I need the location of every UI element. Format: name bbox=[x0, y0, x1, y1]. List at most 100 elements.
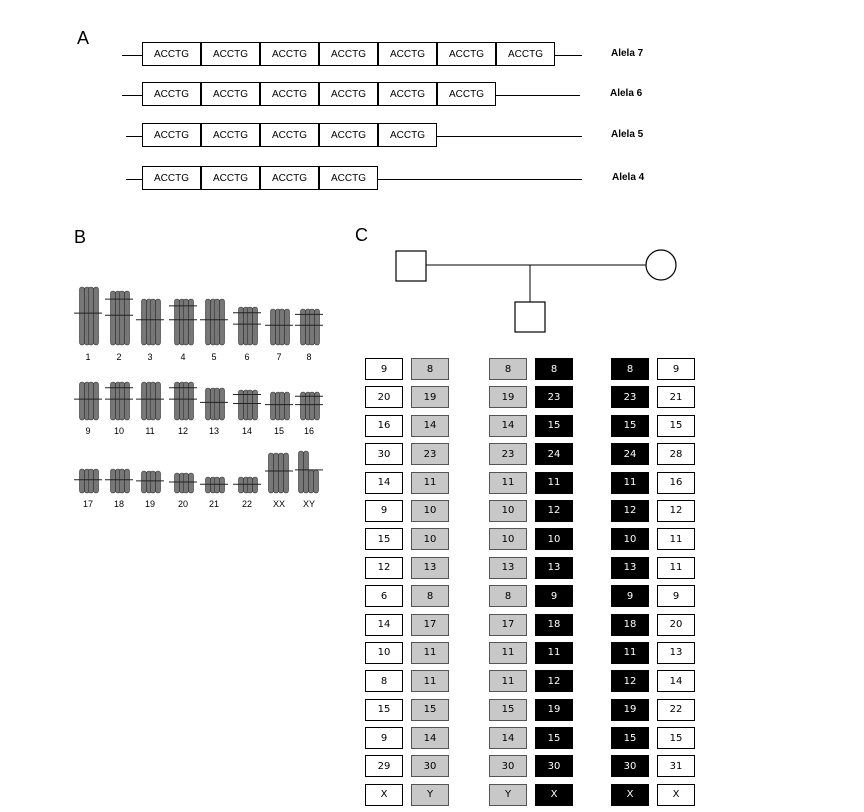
chromatid bbox=[88, 381, 94, 421]
str-cell: 13 bbox=[611, 556, 649, 579]
chromatid bbox=[252, 476, 258, 494]
chromosome-label: 12 bbox=[177, 426, 188, 436]
str-cell: 10 bbox=[489, 528, 527, 551]
str-cell: 14 bbox=[411, 414, 449, 437]
chromatid bbox=[268, 452, 274, 494]
str-cell: 17 bbox=[489, 613, 527, 636]
chromatid bbox=[88, 468, 94, 494]
str-cell: 13 bbox=[657, 641, 695, 664]
chromosome-label: 3 bbox=[147, 352, 153, 362]
str-cell: 11 bbox=[611, 641, 649, 664]
repeat-unit-box: ACCTG bbox=[437, 42, 496, 66]
str-cell: 21 bbox=[657, 386, 695, 409]
str-cell: 18 bbox=[611, 613, 649, 636]
repeat-unit-box: ACCTG bbox=[201, 82, 260, 106]
chromatid bbox=[141, 298, 147, 346]
chromatid bbox=[219, 476, 225, 494]
chromatid bbox=[314, 308, 320, 346]
str-cell: 13 bbox=[411, 556, 449, 579]
chromatid bbox=[303, 450, 309, 494]
chromatid bbox=[119, 468, 125, 494]
str-cell: 22 bbox=[657, 698, 695, 721]
str-cell: 23 bbox=[535, 386, 573, 409]
allele-name: Alela 5 bbox=[611, 129, 644, 140]
father-square bbox=[395, 250, 427, 282]
chromatid bbox=[273, 452, 279, 494]
allele-flank-line bbox=[126, 136, 142, 137]
str-cell: 12 bbox=[657, 499, 695, 522]
str-cell: X bbox=[365, 783, 403, 806]
str-cell: 9 bbox=[365, 358, 403, 380]
chromosome-label: 20 bbox=[177, 499, 188, 509]
str-cell: 11 bbox=[657, 556, 695, 579]
str-cell: 8 bbox=[535, 358, 573, 380]
repeat-unit-box: ACCTG bbox=[142, 166, 201, 190]
str-cell: 8 bbox=[411, 585, 449, 608]
str-cell: 14 bbox=[489, 414, 527, 437]
allele-flank-line bbox=[496, 95, 580, 96]
str-cell: 12 bbox=[611, 670, 649, 693]
str-cell: 15 bbox=[535, 727, 573, 750]
repeat-unit-box: ACCTG bbox=[319, 82, 378, 106]
chromosome-label: 9 bbox=[85, 426, 91, 436]
chromosome-label: 8 bbox=[306, 352, 312, 362]
str-cell: X bbox=[657, 783, 695, 806]
str-cell: 23 bbox=[489, 443, 527, 466]
str-cell: 15 bbox=[611, 414, 649, 437]
str-cell: 12 bbox=[365, 556, 403, 579]
chromatid bbox=[93, 381, 99, 421]
chromosome-label: 17 bbox=[82, 499, 93, 509]
str-cell: 11 bbox=[535, 471, 573, 494]
repeat-unit-box: ACCTG bbox=[319, 123, 378, 147]
chromosome-label: 5 bbox=[211, 352, 217, 362]
chromatid bbox=[219, 298, 225, 346]
chromatid bbox=[155, 298, 161, 346]
chromatid bbox=[88, 286, 94, 346]
chromatid bbox=[124, 290, 130, 346]
repeat-unit-box: ACCTG bbox=[201, 123, 260, 147]
str-cell: 15 bbox=[489, 698, 527, 721]
chromosome-label: XY bbox=[302, 499, 315, 509]
str-cell: 11 bbox=[411, 641, 449, 664]
str-cell: 19 bbox=[489, 386, 527, 409]
allele-flank-line bbox=[555, 55, 582, 56]
str-cell: 12 bbox=[611, 499, 649, 522]
repeat-unit-box: ACCTG bbox=[319, 166, 378, 190]
str-cell: 9 bbox=[365, 727, 403, 750]
str-cell: 19 bbox=[611, 698, 649, 721]
str-cell: 14 bbox=[489, 727, 527, 750]
str-cell: 11 bbox=[411, 471, 449, 494]
chromosome-label: 14 bbox=[241, 426, 252, 436]
str-cell: 29 bbox=[365, 755, 403, 778]
str-cell: 9 bbox=[535, 585, 573, 608]
str-cell: 10 bbox=[489, 499, 527, 522]
chromatid bbox=[284, 308, 290, 346]
chromosome-label: 13 bbox=[208, 426, 219, 436]
repeat-unit-box: ACCTG bbox=[201, 42, 260, 66]
chromatid bbox=[283, 452, 289, 494]
chromatid bbox=[150, 298, 156, 346]
repeat-unit-box: ACCTG bbox=[142, 123, 201, 147]
str-cell: 10 bbox=[411, 499, 449, 522]
chromatid bbox=[205, 387, 211, 421]
chromosome-label: 6 bbox=[244, 352, 250, 362]
str-cell: 9 bbox=[611, 585, 649, 608]
chromatid bbox=[238, 476, 244, 494]
str-cell: 20 bbox=[365, 386, 403, 409]
allele-flank-line bbox=[122, 55, 142, 56]
chromatid bbox=[314, 391, 320, 421]
chromatid bbox=[79, 286, 85, 346]
str-cell: 23 bbox=[611, 386, 649, 409]
chromosome-label: 22 bbox=[241, 499, 252, 509]
chromosome-label: 2 bbox=[116, 352, 122, 362]
chromatid bbox=[93, 468, 99, 494]
chromatid bbox=[279, 308, 285, 346]
repeat-unit-box: ACCTG bbox=[142, 42, 201, 66]
chromatid bbox=[141, 381, 147, 421]
chromatid bbox=[93, 286, 99, 346]
str-cell: 9 bbox=[365, 499, 403, 522]
